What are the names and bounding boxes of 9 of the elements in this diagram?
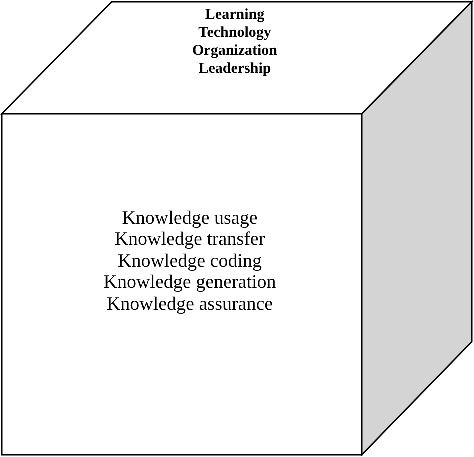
face-label: Knowledge transfer (114, 229, 266, 251)
face-label: Knowledge generation (104, 272, 276, 294)
face-label: Knowledge assurance (106, 294, 274, 316)
face-label: Technology (198, 24, 272, 42)
face-label: Knowledge usage (122, 208, 258, 230)
face-label: Learning (205, 6, 265, 24)
face-label: Organization (192, 42, 278, 60)
face-label: Leadership (198, 60, 272, 78)
face-label: Knowledge coding (118, 250, 262, 272)
